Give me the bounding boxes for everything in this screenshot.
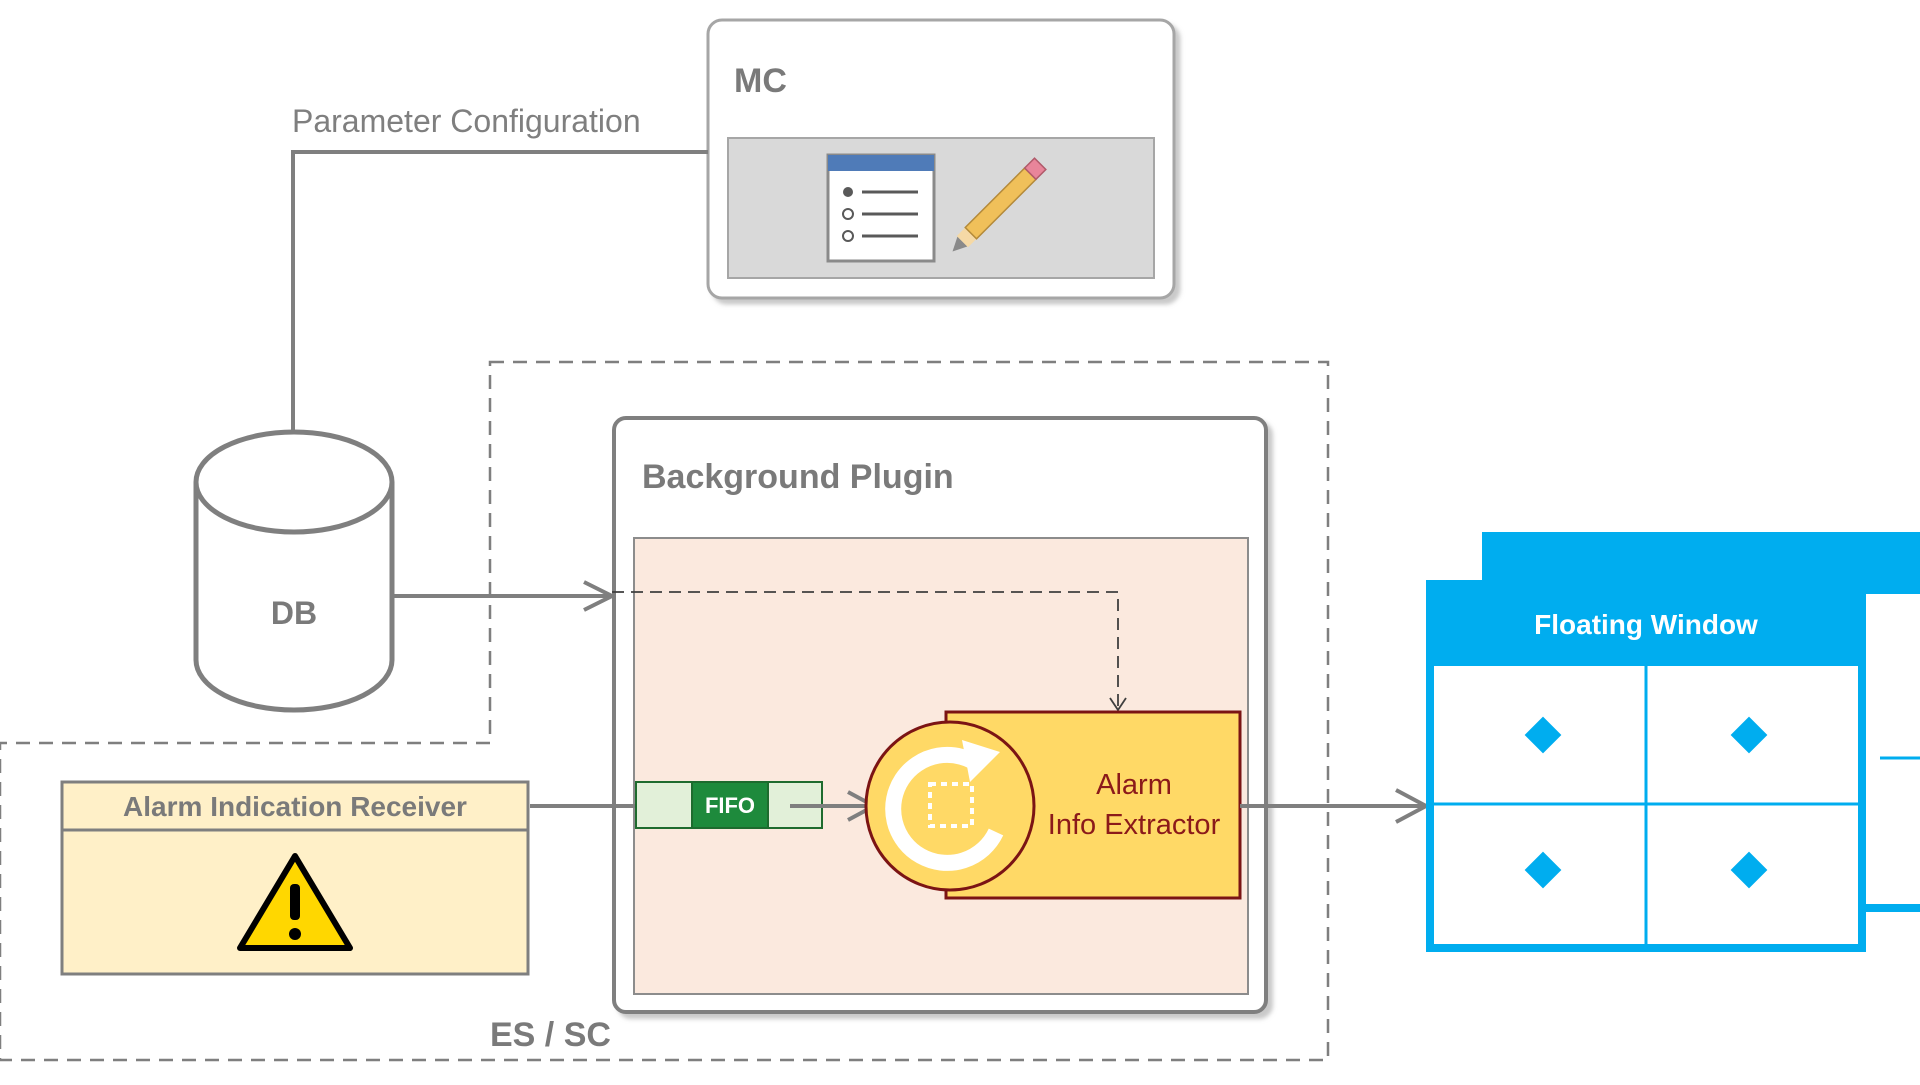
diamond-icon [1524,851,1562,889]
extractor-line1: Alarm [1096,769,1172,801]
floating-window-title: Floating Window [1534,609,1758,640]
edge-parameter-configuration: Parameter Configuration [278,103,708,493]
alarm-info-extractor[interactable]: Alarm Info Extractor [864,710,1242,900]
mc-box[interactable]: MC [706,18,1176,300]
db-label: DB [271,595,317,631]
warning-icon [237,853,353,951]
background-plugin-title: Background Plugin [642,458,954,496]
mc-title: MC [734,62,787,100]
mc-panel [727,137,1155,279]
es-sc-label: ES / SC [490,1016,611,1054]
diamond-icon [1524,716,1562,754]
alarm-indication-receiver[interactable]: Alarm Indication Receiver [60,780,530,976]
pencil-icon [952,157,1047,252]
list-form-icon [826,153,936,263]
refresh-cycle-icon [885,740,1004,871]
parameter-configuration-label: Parameter Configuration [292,103,641,139]
receiver-title: Alarm Indication Receiver [123,791,467,822]
fifo-label: FIFO [705,793,755,818]
es-sc-region: ES / SC [0,360,1330,1062]
floating-window[interactable]: Floating Window [1426,580,1866,952]
edge-db-to-plugin [394,580,617,612]
diamond-icon [1730,851,1768,889]
extractor-line2: Info Extractor [1048,809,1221,841]
diamond-icon [1730,716,1768,754]
db-cylinder[interactable]: DB [193,429,395,713]
edge-dashed-to-extractor [612,591,1127,712]
